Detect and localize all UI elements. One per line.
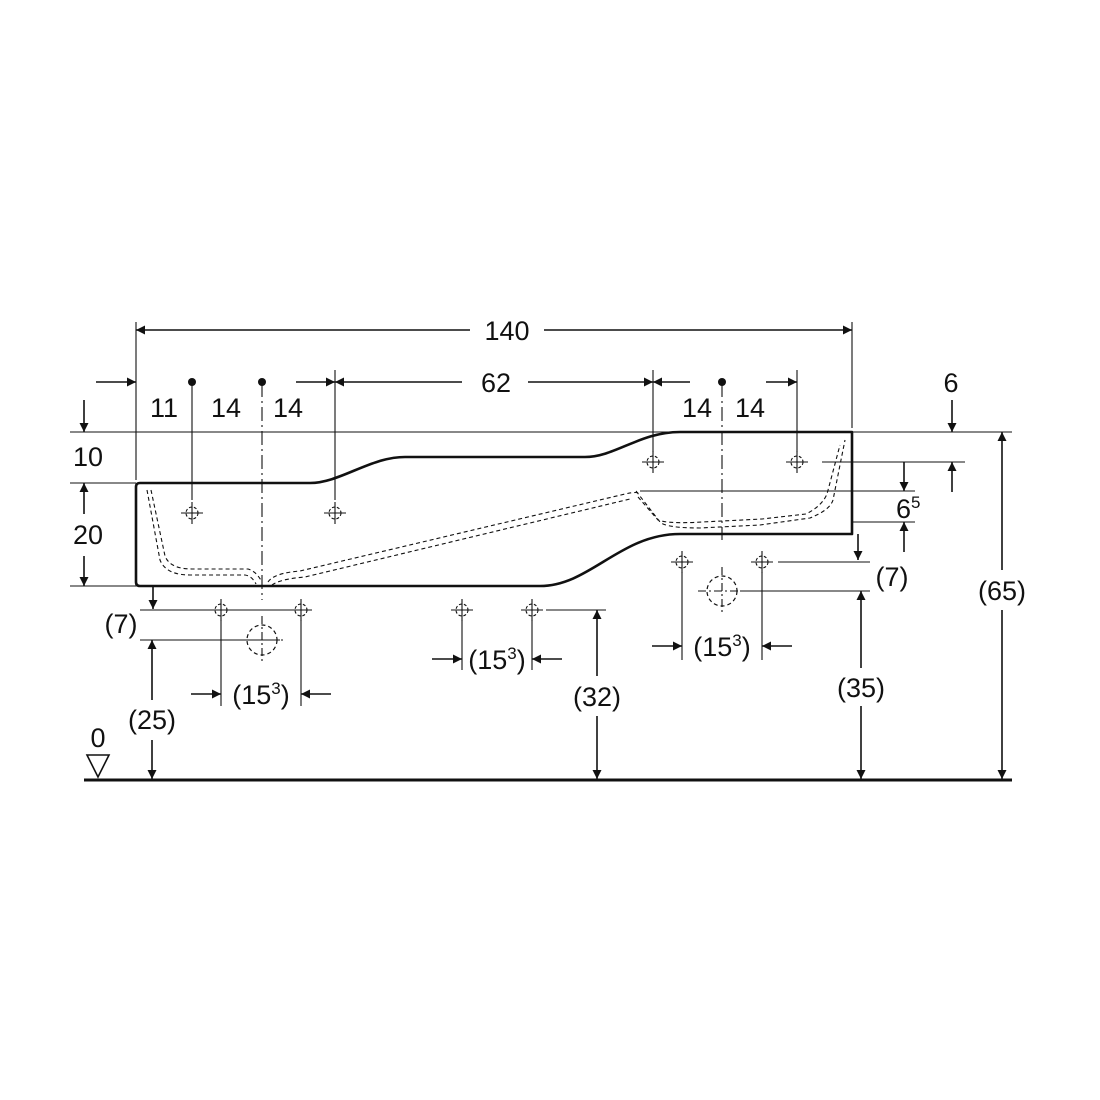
dim-left-top-step: 10 — [73, 442, 103, 472]
dim-right-drain-spacing: (153) — [693, 631, 751, 662]
dim-left-hole-spacing-b: 14 — [273, 393, 303, 423]
dim-right-drain-height: (35) — [837, 673, 885, 703]
dim-right-top-offset: 6 — [943, 368, 958, 398]
right-drain-fixing-a — [670, 550, 694, 574]
dim-overall-height: (65) — [978, 576, 1026, 606]
basin-outline — [134, 430, 854, 588]
dim-left-drain-height: (25) — [128, 705, 176, 735]
tap-hole-right-a — [641, 450, 665, 474]
dim-right-inner-offset: 65 — [896, 493, 921, 524]
middle-drain-fixing-a — [450, 598, 474, 622]
sloped-surface-dashed — [267, 491, 641, 583]
tap-hole-left-b — [323, 501, 347, 525]
sloped-surface-dashed-inner — [271, 498, 631, 586]
right-drain-outlet — [697, 566, 747, 616]
dim-middle-span: 62 — [481, 368, 511, 398]
right-bowl-dashed-inner — [637, 444, 841, 524]
left-bowl-dashed-inner — [150, 489, 263, 583]
left-drain-fixing-a — [209, 598, 233, 622]
dim-left-edge-offset: 11 — [150, 393, 178, 423]
dim-right-hole-spacing-b: 14 — [735, 393, 765, 423]
dim-right-drain-offset: (7) — [876, 562, 909, 592]
left-drain-fixing-b — [289, 598, 313, 622]
dim-left-body-height: 20 — [73, 520, 103, 550]
dim-left-drain-offset: (7) — [105, 609, 138, 639]
floor-level-label: 0 — [90, 723, 105, 753]
dim-left-hole-spacing-a: 14 — [211, 393, 241, 423]
middle-drain-fixing-b — [520, 598, 544, 622]
dim-middle-drain-spacing: (153) — [468, 644, 526, 675]
tap-hole-left-a — [180, 501, 204, 525]
dim-total-width: 140 — [484, 316, 529, 346]
right-bowl-dashed — [635, 439, 846, 529]
dim-middle-drain-height: (32) — [573, 682, 621, 712]
dim-right-hole-spacing-a: 14 — [682, 393, 712, 423]
right-drain-fixing-b — [750, 550, 774, 574]
left-bowl-dashed — [146, 489, 257, 585]
dim-left-drain-spacing: (153) — [232, 679, 290, 710]
floor-level-triangle-icon — [85, 754, 111, 779]
tap-hole-right-b — [785, 450, 809, 474]
